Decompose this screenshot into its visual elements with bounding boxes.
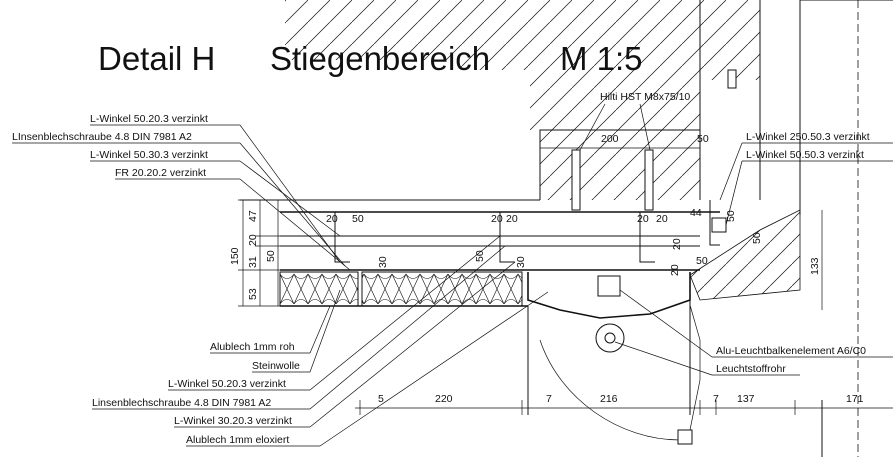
dim-220: 220 [435,393,453,405]
dim-20-e: 20 [656,213,668,225]
dim-50-top: 50 [697,133,709,145]
label-linsenblechschraube-bottom: Linsenblechschraube 4.8 DIN 7981 A2 [92,397,271,409]
label-linsenblechschraube-top: LInsenblechschraube 4.8 DIN 7981 A2 [12,131,192,143]
dim-50-vert: 50 [751,232,763,244]
dim-150: 150 [229,247,241,265]
dim-20-d: 20 [637,213,649,225]
dim-7-a: 7 [546,393,552,405]
drawing-title: Detail H [98,40,215,77]
dim-50-right: 50 [696,255,708,267]
insulation [279,271,523,307]
dim-5: 5 [378,393,384,405]
left-top-callouts: L-Winkel 50.20.3 verzinkt LInsenblechsch… [12,113,351,271]
drawing-area-title: Stiegenbereich [270,40,490,77]
dim-50-mid: 50 [474,250,486,262]
anchors [571,69,737,211]
concrete-slab [285,0,761,200]
dim-30-a: 30 [377,256,389,268]
label-alublech-roh: Alublech 1mm roh [210,341,295,353]
dim-20-left: 20 [247,234,259,246]
dim-200: 200 [601,133,619,145]
label-alublech-eloxiert: Alublech 1mm eloxiert [186,434,289,446]
light-fixture [527,272,701,445]
dim-20-b: 20 [491,213,503,225]
label-l-winkel-50-20-3-bottom: L-Winkel 50.20.3 verzinkt [168,378,286,390]
label-steinwolle: Steinwolle [252,360,300,372]
left-bottom-callouts: Alublech 1mm roh Steinwolle L-Winkel 50.… [92,235,549,447]
drawing-scale: M 1:5 [560,40,643,77]
bottom-dimensions [355,400,893,415]
dim-20-vert: 20 [669,264,681,276]
dim-216: 216 [600,393,618,405]
label-alu-leuchtbalkenelement: Alu-Leuchtbalkenelement A6/C0 [716,345,866,357]
dim-30-b: 30 [515,256,527,268]
label-l-winkel-50-30-3: L-Winkel 50.30.3 verzinkt [90,149,208,161]
dim-133: 133 [809,257,821,275]
label-l-winkel-50-20-3-top: L-Winkel 50.20.3 verzinkt [90,113,208,125]
dim-20-c: 20 [506,213,518,225]
dim-53: 53 [247,288,259,300]
dim-50-left: 50 [265,250,277,262]
dim-47: 47 [247,210,259,222]
dim-20-a: 20 [326,213,338,225]
label-fr-20-20-2: FR 20.20.2 verzinkt [115,167,206,179]
brackets [334,200,727,263]
anchor-label: Hilti HST M8x75/10 [600,91,690,103]
label-leuchtstoffrohr: Leuchtstoffrohr [716,363,786,375]
label-l-winkel-250-50-3: L-Winkel 250.50.3 verzinkt [746,131,870,143]
dim-50-side: 50 [725,210,737,222]
dim-20-right: 20 [671,238,683,250]
dim-50-a: 50 [352,213,364,225]
dim-171: 171 [846,393,864,405]
dim-31: 31 [247,256,259,268]
label-l-winkel-30-20-3: L-Winkel 30.20.3 verzinkt [174,415,292,427]
left-dimensions [238,199,283,307]
dim-137: 137 [737,393,755,405]
dim-7-b: 7 [713,393,719,405]
right-callouts: L-Winkel 250.50.3 verzinkt L-Winkel 50.5… [614,131,893,376]
label-l-winkel-50-50-3: L-Winkel 50.50.3 verzinkt [746,149,864,161]
dim-44: 44 [690,207,702,219]
stair-structure [689,0,893,457]
